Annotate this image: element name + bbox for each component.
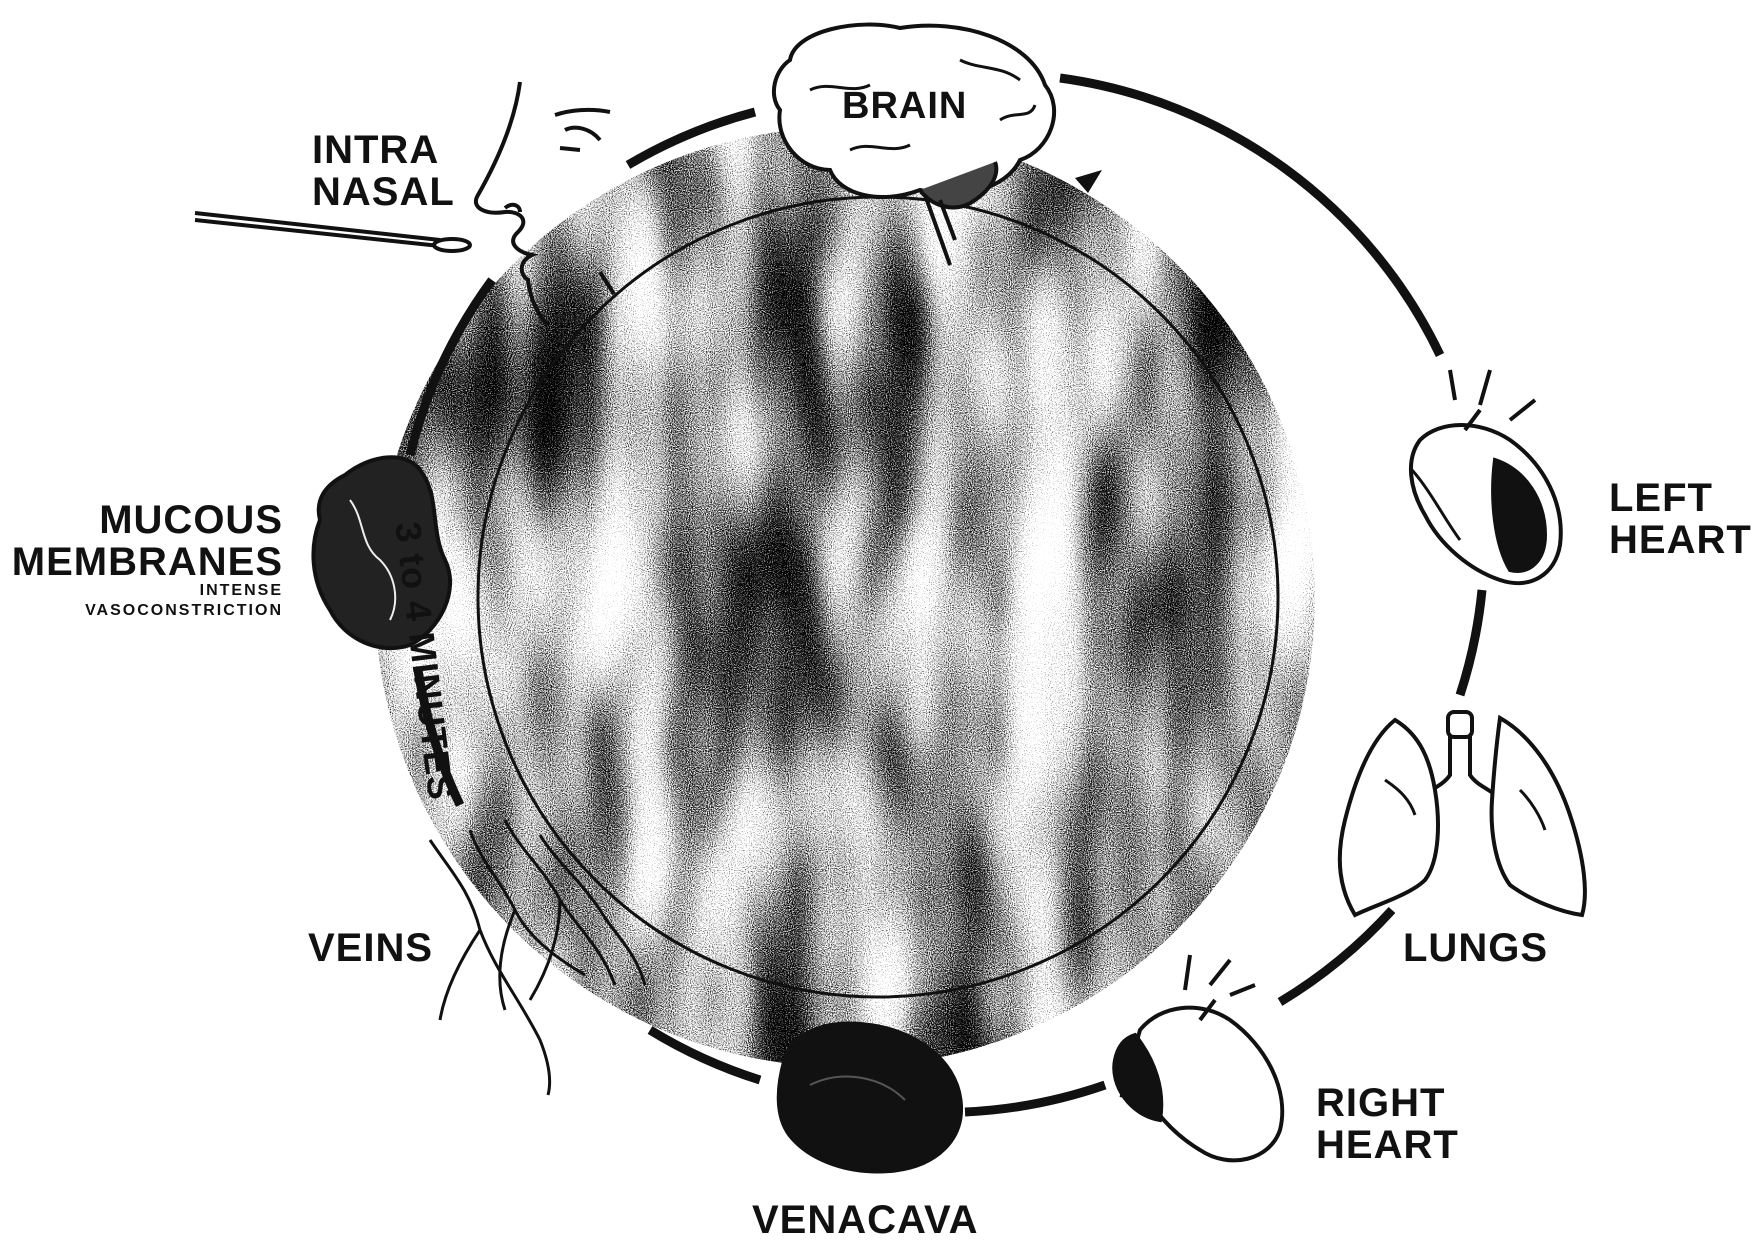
left-heart-line2: HEART (1609, 520, 1752, 560)
right-heart-label: RIGHT HEART (1316, 1083, 1459, 1165)
right-heart-line2: HEART (1316, 1125, 1459, 1165)
right-heart-line1: RIGHT (1316, 1083, 1459, 1123)
mucous-note-line1: INTENSE (85, 583, 283, 599)
veins-label: VEINS (308, 928, 433, 968)
left-heart-label: LEFT HEART (1609, 478, 1752, 560)
mucous-line2: MEMBRANES (12, 542, 283, 582)
venacava-label: VENACAVA (752, 1200, 979, 1240)
mucous-note: INTENSE VASOCONSTRICTION (85, 583, 283, 619)
right-heart-icon (1114, 955, 1282, 1160)
swab-icon (195, 213, 470, 251)
mucous-line1: MUCOUS (12, 500, 283, 540)
intra-nasal-label: INTRA NASAL (312, 130, 455, 212)
mucous-membranes-label: MUCOUS MEMBRANES (12, 500, 283, 582)
intra-nasal-line1: INTRA (312, 130, 455, 170)
intra-nasal-line2: NASAL (312, 172, 455, 212)
lungs-label: LUNGS (1403, 928, 1548, 968)
lungs-icon (1340, 712, 1585, 915)
ring-segment (965, 1085, 1105, 1112)
stippled-disc (370, 120, 1320, 1070)
ring-segment (1280, 910, 1392, 1002)
left-heart-icon (1411, 370, 1561, 583)
brain-label: BRAIN (842, 87, 967, 125)
mucous-note-line2: VASOCONSTRICTION (85, 603, 283, 619)
left-heart-line1: LEFT (1609, 478, 1752, 518)
ring-segment (1460, 590, 1482, 695)
